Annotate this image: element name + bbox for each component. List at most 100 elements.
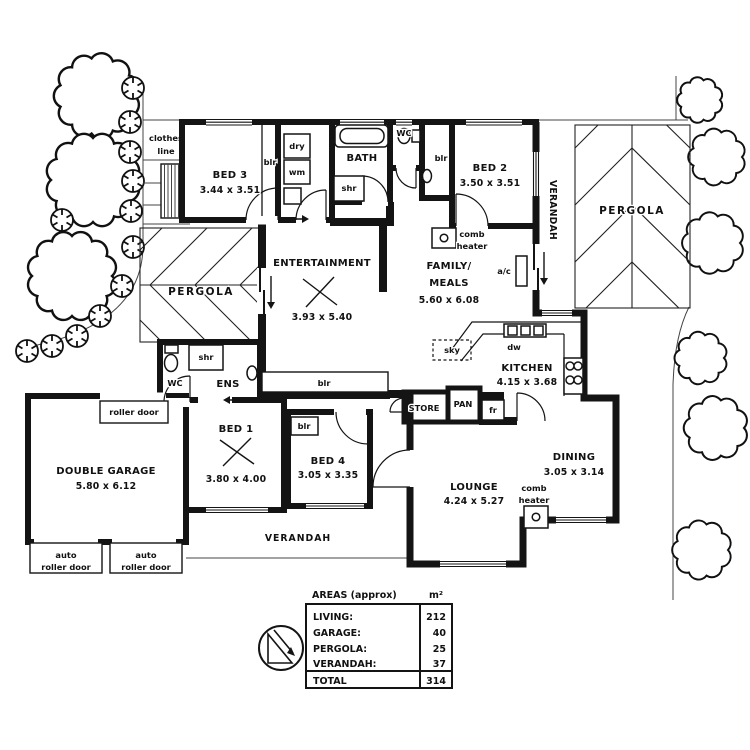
family-label-2: MEALS — [429, 278, 469, 289]
heater-icon — [531, 512, 541, 522]
sink-icon — [533, 325, 544, 336]
washer-label: wm — [289, 167, 305, 177]
slider-arrow-icon — [540, 252, 548, 285]
clothes-line-label-2: line — [157, 146, 175, 156]
toilet-icon — [411, 129, 421, 143]
bed1-label: BED 1 — [219, 424, 254, 435]
skylight-label: sky — [444, 345, 460, 355]
bush-icon — [40, 334, 64, 358]
bathtub-icon — [339, 127, 385, 145]
kitchen-label: KITCHEN — [501, 363, 552, 374]
auto-roller-label-2: roller door — [41, 562, 91, 572]
lounge-dims: 4.24 x 5.27 — [444, 496, 505, 507]
pergola-left: PERGOLA — [139, 227, 263, 343]
table-row-value: 212 — [426, 612, 446, 623]
pergola-right-label: PERGOLA — [599, 205, 665, 217]
kitchen-bench — [448, 321, 583, 354]
fridge-label: fr — [489, 405, 498, 415]
table-row-label: VERANDAH: — [313, 659, 376, 670]
lounge-label: LOUNGE — [450, 482, 498, 493]
pantry-room — [445, 385, 483, 425]
dining-label: DINING — [553, 452, 596, 463]
shower-icon — [333, 175, 365, 202]
garden-trees — [15, 51, 748, 581]
bed2-room — [449, 119, 539, 229]
roller-door-label: roller door — [109, 407, 159, 417]
entertainment-dims: 3.93 x 5.40 — [292, 312, 353, 323]
labels: BED 3 3.44 x 3.51 blr dry wm BATH shr WC… — [40, 127, 606, 574]
toilet-icon — [397, 127, 411, 145]
comb-heater-label-1: comb — [521, 483, 546, 493]
family-dims: 5.60 x 6.08 — [419, 295, 480, 306]
bush-icon — [88, 304, 112, 328]
comb-heater-label-1: comb — [459, 229, 484, 239]
fridge-box — [481, 399, 505, 421]
robe-strip — [261, 371, 389, 393]
robe-box — [290, 416, 319, 436]
kitchen-dims: 4.15 x 3.68 — [497, 377, 558, 388]
pantry-label: PAN — [454, 399, 473, 409]
wc-label: WC — [396, 128, 411, 138]
bed2-label: BED 2 — [473, 163, 508, 174]
garage-dims: 5.80 x 6.12 — [76, 481, 137, 492]
dryer-label: dry — [289, 141, 305, 151]
bush-icon — [121, 169, 145, 193]
bush-icon — [50, 208, 74, 232]
store-label: STORE — [409, 403, 440, 413]
bush-icon — [65, 324, 89, 348]
areas-table-unit: m² — [429, 590, 443, 601]
auto-roller-label-1: auto — [55, 550, 76, 560]
aircon-label: a/c — [497, 266, 511, 276]
verandah-right-label: VERANDAH — [547, 180, 558, 240]
fixtures — [29, 124, 584, 574]
ceiling-fan-icon — [302, 276, 338, 308]
comb-heater-label-2: heater — [519, 495, 551, 505]
bush-icon — [687, 127, 746, 187]
bush-icon — [682, 395, 748, 461]
bed1-dims: 3.80 x 4.00 — [206, 474, 267, 485]
auto-roller-label-1: auto — [135, 550, 156, 560]
table-row-label: GARAGE: — [313, 628, 361, 639]
table-total-value: 314 — [426, 676, 446, 687]
bush-icon — [110, 274, 134, 298]
basin-icon — [421, 168, 433, 184]
robe-label: blr — [318, 378, 332, 388]
trough-icon — [283, 187, 302, 205]
windows — [34, 118, 606, 568]
toilet-icon — [163, 353, 179, 373]
family-label-1: FAMILY/ — [427, 261, 472, 272]
bush-icon — [118, 110, 142, 134]
bush-icon — [121, 76, 145, 100]
robe-label: blr — [298, 421, 312, 431]
dining-dims: 3.05 x 3.14 — [544, 467, 605, 478]
window-glyphs — [206, 118, 606, 568]
ceiling-fan-icon — [219, 437, 255, 467]
ens-label: ENS — [216, 379, 239, 390]
bush-icon — [673, 330, 728, 386]
skylight-box — [432, 339, 472, 361]
shower-label: shr — [199, 352, 215, 362]
bed4-label: BED 4 — [311, 456, 346, 467]
entry-arrow-icon — [223, 396, 248, 404]
heater-icon — [439, 233, 449, 243]
auto-roller-door-box — [109, 542, 183, 574]
clothes-line-label-1: clothes — [149, 133, 183, 143]
tree-icon — [52, 51, 141, 141]
aircon-icon — [515, 255, 528, 287]
bed2-dims: 3.50 x 3.51 — [460, 178, 521, 189]
auto-roller-door-box — [29, 542, 103, 574]
slider-arrow-icon — [267, 276, 275, 309]
shower-label: shr — [342, 183, 358, 193]
table-row-value: 37 — [433, 659, 446, 670]
bath-label: BATH — [347, 153, 378, 164]
dryer-icon — [283, 133, 311, 159]
bush-icon — [676, 76, 724, 124]
bush-icon — [671, 519, 732, 581]
table-row-label: PERGOLA: — [313, 644, 367, 655]
bed3-label: BED 3 — [213, 170, 248, 181]
bush-icon — [118, 140, 142, 164]
washer-icon — [283, 159, 311, 185]
table-row-value: 40 — [433, 628, 447, 639]
bed1-room — [179, 397, 287, 513]
